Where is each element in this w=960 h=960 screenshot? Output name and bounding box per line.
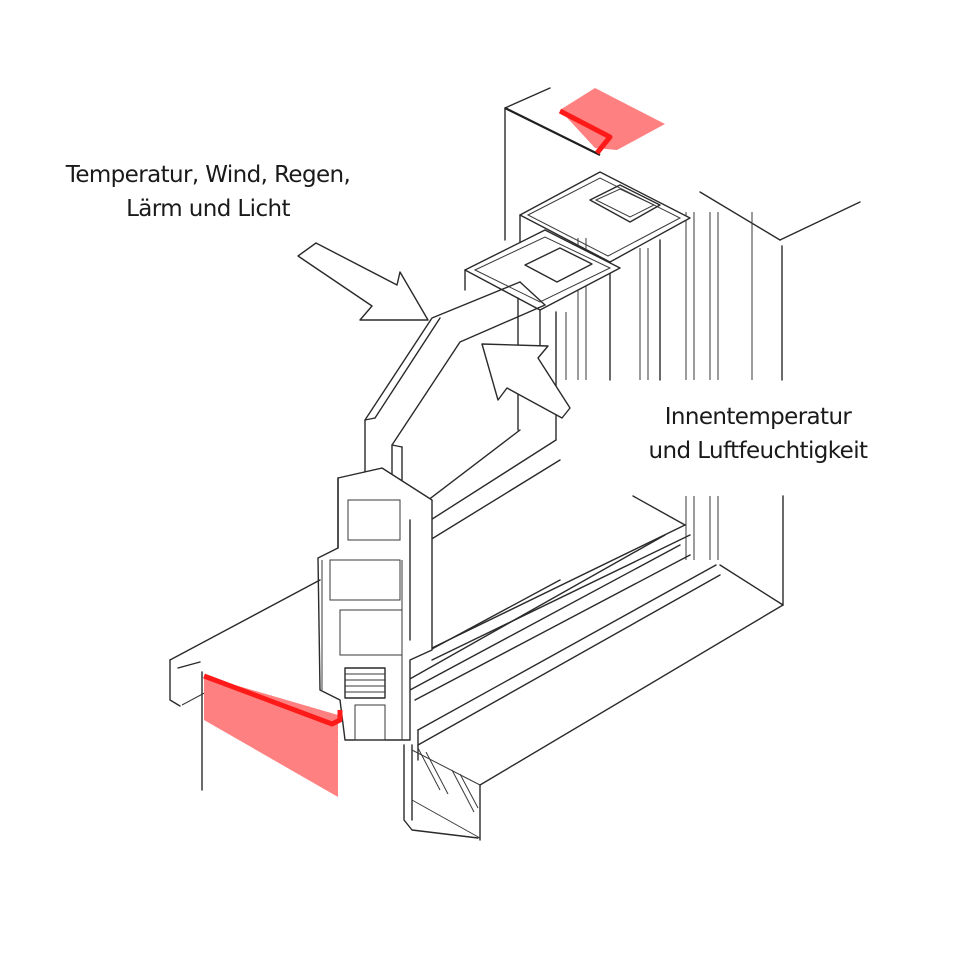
- interior-wall-base: [403, 744, 481, 841]
- arrow-up-left-icon: [481, 343, 571, 419]
- seal-top: [558, 88, 665, 155]
- outer-window-sill: [169, 579, 321, 791]
- frame-head-profile: [464, 171, 691, 441]
- label-outside-line1: Temperatur, Wind, Regen,: [65, 162, 351, 188]
- frame-sill-profile: [317, 467, 433, 741]
- wall-upper: [504, 87, 861, 381]
- label-inside-line1: Innentemperatur: [664, 404, 852, 430]
- label-outside-line2: Lärm und Licht: [126, 196, 290, 222]
- arrow-right-down-icon: [297, 242, 429, 321]
- seal-bottom: [203, 673, 343, 797]
- label-inside-line2: und Luftfeuchtigkeit: [648, 438, 868, 464]
- label-outside-conditions: Temperatur, Wind, Regen, Lärm und Licht: [38, 158, 378, 226]
- wall-lower-right: [632, 495, 784, 606]
- label-inside-conditions: Innentemperatur und Luftfeuchtigkeit: [608, 400, 908, 468]
- sash-and-reveal: [401, 429, 784, 786]
